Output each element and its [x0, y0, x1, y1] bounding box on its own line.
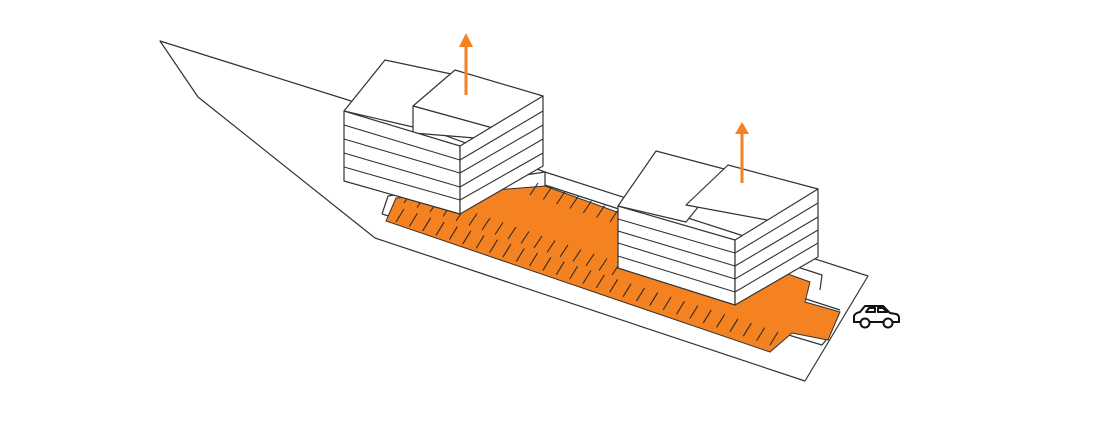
parking-stall-line — [622, 283, 632, 297]
parking-stall-line — [559, 244, 569, 258]
building-left-floors — [343, 110, 544, 201]
parking-stall-line — [422, 217, 432, 232]
parking-stall-line — [596, 205, 606, 218]
up-arrow-left — [459, 33, 473, 95]
parking-stall-line — [546, 240, 556, 253]
parking-stall-line — [585, 253, 595, 267]
parking-stall-line — [769, 331, 779, 346]
parking-stall-line — [462, 230, 472, 245]
parking-stall-line — [689, 305, 699, 319]
building-right — [617, 150, 819, 306]
parking-stall-line — [598, 258, 608, 271]
parking-stall-line — [408, 213, 418, 227]
parking-stall-line — [435, 221, 445, 236]
parking-stall-line — [555, 261, 565, 276]
parking-stall-line — [520, 231, 530, 244]
parking-stall-line — [582, 200, 592, 214]
underground-parking — [385, 182, 841, 353]
parking-stall-line — [515, 248, 525, 262]
parking-stall-line — [729, 318, 739, 333]
parking-stall-line — [742, 322, 752, 337]
building-left — [343, 59, 544, 215]
building-right-side — [734, 188, 819, 306]
parking-stall-line — [716, 314, 726, 328]
parking-stall-line — [635, 287, 645, 302]
up-arrow-right — [735, 122, 749, 183]
parking-stalls — [395, 182, 779, 346]
parking-stall-line — [676, 300, 685, 315]
parking-stall-line — [542, 187, 552, 200]
parking-stall-line — [569, 196, 579, 209]
parking-stall-line — [572, 249, 582, 262]
parking-stall-line — [448, 226, 458, 240]
parking-stall-line — [529, 252, 539, 267]
parking-stall-line — [542, 257, 552, 271]
parking-stall-line — [662, 296, 672, 311]
parking-stall-line — [481, 217, 491, 231]
parking-stall-line — [595, 274, 605, 289]
parking-stall-line — [609, 278, 619, 293]
parking-stall-line — [502, 243, 512, 258]
parking-stall-line — [507, 226, 517, 240]
parking-stall-line — [569, 265, 579, 280]
parking-stall-line — [702, 309, 712, 324]
parking-stall-line — [489, 239, 498, 254]
parking-stall-line — [468, 213, 478, 226]
parking-stall-line — [533, 235, 543, 249]
parking-stall-line — [756, 327, 766, 341]
parking-stall-line — [609, 209, 619, 223]
parking-stall-line — [582, 270, 592, 284]
building-left-side — [459, 95, 544, 215]
car-icon — [853, 305, 900, 329]
parking-stall-line — [395, 208, 405, 223]
parking-stall-line — [494, 222, 504, 235]
parking-stall-line — [556, 191, 566, 205]
building-right-floors — [617, 202, 819, 293]
parking-stall-line — [475, 235, 485, 249]
parking-stall-line — [529, 182, 539, 196]
parking-stall-line — [649, 292, 659, 306]
